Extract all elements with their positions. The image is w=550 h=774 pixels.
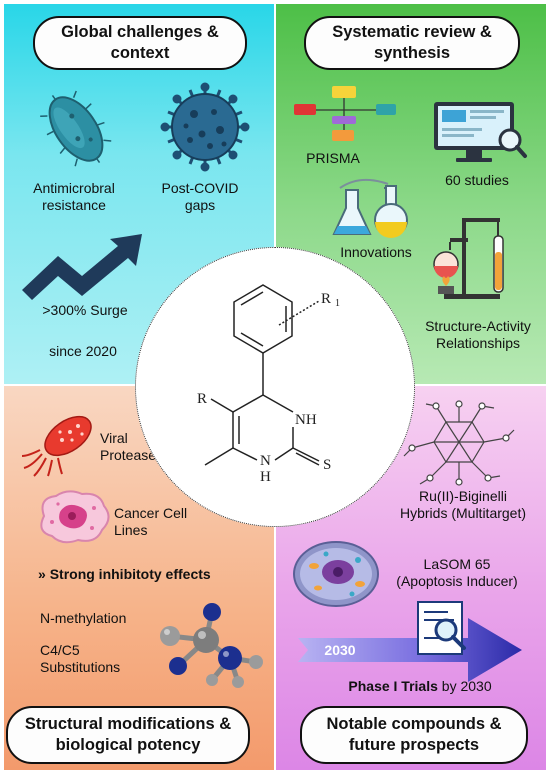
chevron-right-icon: » xyxy=(38,566,46,582)
viral-protease-virus-icon xyxy=(21,415,92,477)
surge-arrow-icon xyxy=(22,234,142,300)
post-covid-label: Post-COVID gaps xyxy=(161,180,239,213)
ru-hybrid-structure-icon xyxy=(403,400,515,486)
central-molecule-circle xyxy=(135,247,415,527)
timeline-year-label: 2030 xyxy=(324,642,356,658)
notable-compounds-title: Notable compounds & future prospects xyxy=(300,706,528,764)
innovations-label: Innovations xyxy=(340,244,412,260)
virus-icon xyxy=(160,82,250,172)
prisma-label: PRISMA xyxy=(306,150,360,166)
c4-c5-substitutions-label: C4/C5 Substitutions xyxy=(40,642,121,675)
surge-label: >300% Surge xyxy=(42,302,128,318)
cancer-cell-lines-label: Cancer Cell Lines xyxy=(114,505,188,538)
phase-one-trials-label: Phase I Trials xyxy=(348,678,438,694)
amr-label: Antimicrobral resistance xyxy=(33,180,115,213)
since-2020-label: since 2020 xyxy=(49,343,117,359)
apoptosis-cell-icon xyxy=(293,541,379,607)
lasom65-label: LaSOM 65 (Apoptosis Inducer) xyxy=(396,556,518,589)
lab-stand-icon xyxy=(433,218,504,299)
r-label: R xyxy=(197,391,207,407)
inhibitory-effects-label: Strong inhibitoty effects xyxy=(49,566,211,582)
systematic-review-title: Systematic review & synthesis xyxy=(304,16,520,70)
prisma-flowchart-icon xyxy=(294,86,396,141)
structural-modifications-title: Structural modifications & biological po… xyxy=(6,706,250,764)
n-bottom-label: N xyxy=(260,453,271,469)
bacterium-icon xyxy=(40,90,112,167)
global-challenges-title: Global challenges & context xyxy=(33,16,247,70)
sixty-studies-label: 60 studies xyxy=(445,172,509,188)
cancer-cell-icon xyxy=(40,490,110,544)
s-label: S xyxy=(323,457,331,473)
h-bottom-label: H xyxy=(260,469,271,485)
molecule-model-icon xyxy=(160,603,263,688)
n-methylation-label: N-methylation xyxy=(40,610,127,626)
viral-proteases-label: Viral Proteases xyxy=(100,430,164,463)
phase-one-trials-line: Phase I Trials by 2030 xyxy=(310,678,530,695)
timeline-arrow-icon xyxy=(298,601,522,682)
nh-top-label: NH xyxy=(295,412,317,428)
by-2030-label: by 2030 xyxy=(437,678,492,694)
sar-label: Structure-Activity Relationships xyxy=(425,318,531,351)
lab-flasks-icon xyxy=(332,178,408,238)
computer-search-icon xyxy=(434,102,527,162)
ru-biginelli-label: Ru(II)-Biginelli Hybrids (Multitarget) xyxy=(399,488,527,521)
inhibitory-effects-line: » Strong inhibitoty effects xyxy=(38,566,254,583)
